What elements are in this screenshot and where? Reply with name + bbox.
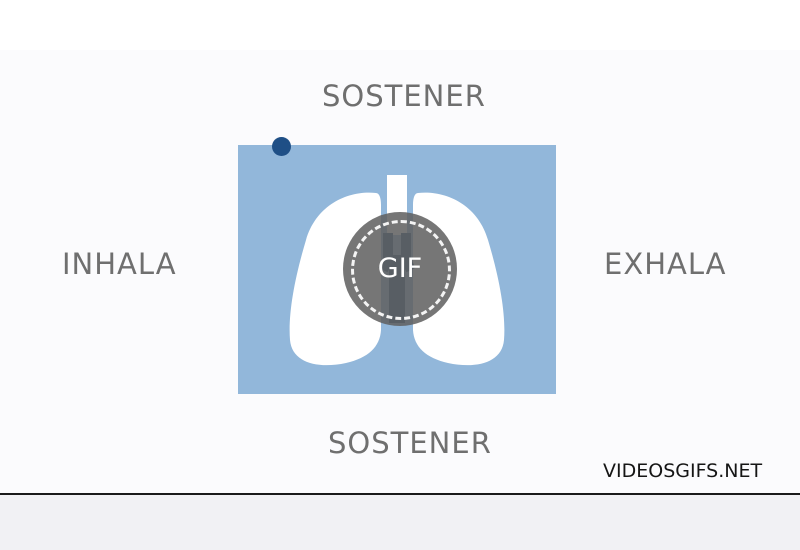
label-inhale: INHALA [62, 247, 177, 281]
gif-badge-icon[interactable]: GIF [343, 212, 457, 326]
label-hold-bottom: SOSTENER [328, 426, 492, 460]
bottom-bar [0, 493, 800, 550]
label-exhale: EXHALA [604, 247, 727, 281]
gif-badge-ring [351, 220, 451, 320]
progress-dot [272, 137, 291, 156]
watermark: VIDEOSGIFS.NET [603, 460, 763, 482]
label-hold-top: SOSTENER [322, 79, 486, 113]
gif-badge-label: GIF [377, 253, 423, 284]
